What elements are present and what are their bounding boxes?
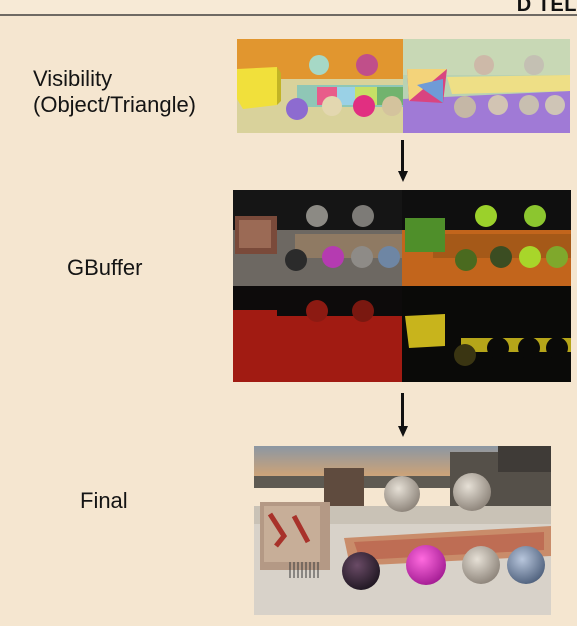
stage-label-line: (Object/Triangle) bbox=[33, 92, 197, 117]
stage-label-line: GBuffer bbox=[67, 255, 143, 280]
arrow-down-icon bbox=[398, 140, 408, 182]
stage-label-gbuffer: GBuffer bbox=[67, 255, 142, 281]
header-divider bbox=[0, 14, 577, 16]
brand-logo: D TEL bbox=[516, 0, 577, 16]
visibility-render-image bbox=[237, 39, 570, 133]
top-band bbox=[0, 0, 577, 14]
gbuffer-render-image bbox=[233, 190, 571, 382]
stage-label-line: Final bbox=[80, 488, 128, 513]
stage-label-line: Visibility bbox=[33, 66, 113, 91]
final-render-image bbox=[254, 446, 551, 615]
arrow-down-icon bbox=[398, 393, 408, 437]
stage-label-visibility: Visibility (Object/Triangle) bbox=[33, 66, 196, 118]
stage-label-final: Final bbox=[80, 488, 128, 514]
